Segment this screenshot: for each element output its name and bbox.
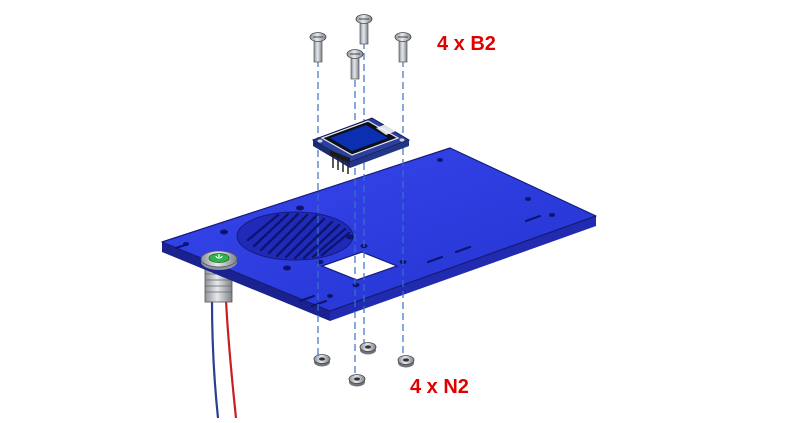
screws-quantity-label: 4 x B2: [437, 33, 496, 55]
switch-wires: [210, 299, 238, 419]
nut-2: [359, 342, 377, 355]
plate-slots: [174, 214, 542, 308]
screw-3: [394, 32, 412, 63]
nut-1: [313, 354, 331, 367]
display-cutout: [320, 251, 399, 281]
screw-1: [309, 32, 327, 63]
guide-lines: [317, 42, 404, 378]
nut-3: [397, 355, 415, 368]
power-switch: [200, 250, 238, 270]
nuts-quantity-label: 4 x N2: [410, 376, 469, 398]
fan-grille: [236, 211, 354, 261]
oled-display-module: [311, 117, 411, 174]
screw-2: [355, 14, 373, 45]
nut-4: [348, 374, 366, 387]
screw-4: [346, 49, 364, 80]
